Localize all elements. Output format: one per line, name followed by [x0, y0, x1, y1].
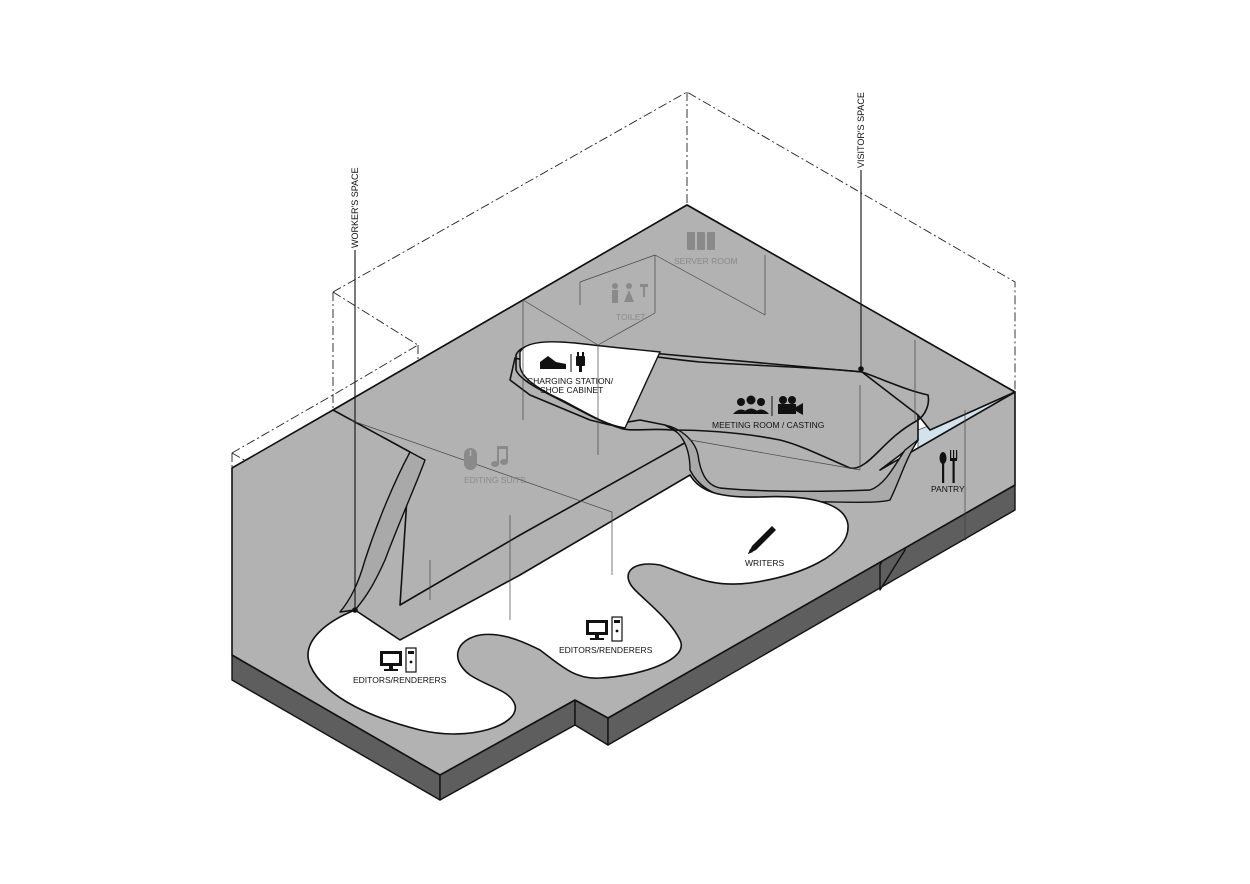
server-icon — [687, 232, 715, 250]
mouse-icon — [464, 448, 477, 470]
editors-right-label: EDITORS/RENDERERS — [559, 645, 653, 655]
visitors-space-marker — [858, 366, 864, 372]
camera-icon — [778, 396, 803, 415]
toilet-icon — [612, 283, 648, 303]
workers-space-label: WORKER'S SPACE — [350, 167, 360, 248]
computer-icon — [380, 647, 417, 673]
fork-spoon-icon — [939, 450, 958, 483]
editors-left-label: EDITORS/RENDERERS — [353, 675, 447, 685]
workers-space-marker — [352, 607, 358, 613]
writers-label: WRITERS — [745, 558, 785, 568]
floor-voids — [307, 342, 930, 735]
charging-label-line2: SHOE CABINET — [540, 385, 603, 395]
computer-icon — [586, 616, 623, 642]
people-icon — [733, 395, 769, 414]
interior-lines — [349, 254, 966, 620]
shoe-icon — [540, 356, 566, 369]
visitors-space-label: VISITOR'S SPACE — [856, 92, 866, 168]
server-room-label: SERVER ROOM — [674, 256, 738, 266]
music-note-icon — [491, 446, 508, 467]
floor-slab — [231, 204, 1016, 801]
meeting-room-label: MEETING ROOM / CASTING — [712, 420, 824, 430]
editing-suite-label: EDITING SUITE — [464, 475, 526, 485]
plug-icon — [576, 352, 585, 372]
pencil-icon — [748, 526, 776, 554]
pantry-label: PANTRY — [931, 484, 965, 494]
charging-label-line1: CHARGING STATION/ — [527, 376, 614, 386]
toilet-label: TOILET — [616, 312, 646, 322]
